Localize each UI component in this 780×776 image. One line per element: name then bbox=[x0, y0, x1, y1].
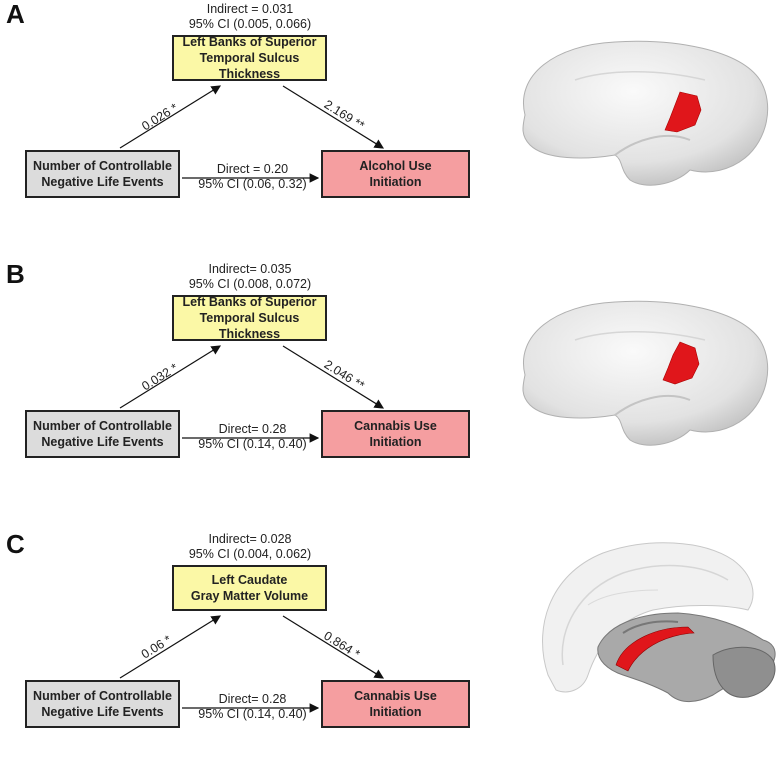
mediator-box: Left Caudate Gray Matter Volume bbox=[172, 565, 327, 611]
predictor-box: Number of Controllable Negative Life Eve… bbox=[25, 150, 180, 198]
path-arrows bbox=[119, 615, 385, 713]
direct-ci: 95% CI (0.14, 0.40) bbox=[198, 437, 307, 451]
predictor-box: Number of Controllable Negative Life Eve… bbox=[25, 410, 180, 458]
mediation-panel-a: A Indirect = 0.031 95% CI (0.005, 0.066)… bbox=[0, 0, 780, 246]
path-a-arrow bbox=[119, 615, 222, 679]
mediator-label-1: Left Banks of Superior bbox=[182, 35, 317, 49]
direct-value: Direct= 0.28 bbox=[218, 422, 287, 436]
outcome-box: Alcohol Use Initiation bbox=[321, 150, 470, 198]
path-b-arrow bbox=[282, 615, 385, 679]
predictor-label-2: Negative Life Events bbox=[41, 435, 164, 449]
highlighted-region bbox=[615, 626, 695, 672]
indirect-ci: 95% CI (0.005, 0.066) bbox=[188, 17, 312, 31]
outcome-label-2: Initiation bbox=[369, 175, 422, 189]
direct-value: Direct = 0.20 bbox=[216, 162, 289, 176]
outcome-label-2: Initiation bbox=[369, 705, 422, 719]
indirect-value: Indirect= 0.035 bbox=[208, 262, 292, 276]
predictor-label-2: Negative Life Events bbox=[41, 175, 164, 189]
direct-value: Direct= 0.28 bbox=[218, 692, 287, 706]
predictor-label-1: Number of Controllable bbox=[33, 159, 172, 173]
direct-effect: Direct= 0.28 95% CI (0.14, 0.40) bbox=[185, 422, 320, 452]
panel-letter: A bbox=[6, 0, 25, 29]
predictor-label-1: Number of Controllable bbox=[33, 689, 172, 703]
indirect-value: Indirect = 0.031 bbox=[206, 2, 294, 16]
path-b-arrow bbox=[282, 85, 385, 149]
highlighted-region bbox=[662, 341, 700, 385]
lateral-brain-image bbox=[522, 40, 769, 186]
predictor-label-1: Number of Controllable bbox=[33, 419, 172, 433]
outcome-label-1: Alcohol Use bbox=[359, 159, 432, 173]
mediator-label-1: Left Banks of Superior bbox=[182, 295, 317, 309]
panel-letter: C bbox=[6, 529, 25, 559]
indirect-effect: Indirect= 0.035 95% CI (0.008, 0.072) bbox=[160, 262, 340, 292]
outcome-label-1: Cannabis Use bbox=[354, 689, 437, 703]
indirect-effect: Indirect = 0.031 95% CI (0.005, 0.066) bbox=[160, 2, 340, 32]
highlighted-region bbox=[664, 91, 702, 133]
direct-effect: Direct= 0.28 95% CI (0.14, 0.40) bbox=[185, 692, 320, 722]
indirect-effect: Indirect= 0.028 95% CI (0.004, 0.062) bbox=[160, 532, 340, 562]
mediator-label-2: Gray Matter Volume bbox=[190, 589, 309, 603]
direct-ci: 95% CI (0.06, 0.32) bbox=[198, 177, 307, 191]
mediator-label-1: Left Caudate bbox=[211, 573, 288, 587]
mediation-panel-b: B Indirect= 0.035 95% CI (0.008, 0.072) … bbox=[0, 260, 780, 506]
outcome-label-1: Cannabis Use bbox=[354, 419, 437, 433]
mediator-label-2: Temporal Sulcus Thickness bbox=[199, 311, 300, 341]
direct-ci: 95% CI (0.14, 0.40) bbox=[198, 707, 307, 721]
path-b-arrow bbox=[282, 345, 385, 409]
subcortical-brain-image bbox=[542, 542, 776, 702]
indirect-ci: 95% CI (0.008, 0.072) bbox=[188, 277, 312, 291]
direct-effect: Direct = 0.20 95% CI (0.06, 0.32) bbox=[185, 162, 320, 192]
mediator-label-2: Temporal Sulcus Thickness bbox=[199, 51, 300, 81]
mediator-box: Left Banks of Superior Temporal Sulcus T… bbox=[172, 35, 327, 81]
path-arrows bbox=[119, 345, 385, 443]
outcome-label-2: Initiation bbox=[369, 435, 422, 449]
panel-letter: B bbox=[6, 259, 25, 289]
path-a-arrow bbox=[119, 345, 222, 409]
predictor-label-2: Negative Life Events bbox=[41, 705, 164, 719]
outcome-box: Cannabis Use Initiation bbox=[321, 680, 470, 728]
path-a-arrow bbox=[119, 85, 222, 149]
indirect-value: Indirect= 0.028 bbox=[208, 532, 292, 546]
predictor-box: Number of Controllable Negative Life Eve… bbox=[25, 680, 180, 728]
mediation-panel-c: C Indirect= 0.028 95% CI (0.004, 0.062) … bbox=[0, 530, 780, 776]
path-arrows bbox=[119, 85, 385, 183]
mediator-box: Left Banks of Superior Temporal Sulcus T… bbox=[172, 295, 327, 341]
outcome-box: Cannabis Use Initiation bbox=[321, 410, 470, 458]
lateral-brain-image bbox=[522, 300, 769, 446]
indirect-ci: 95% CI (0.004, 0.062) bbox=[188, 547, 312, 561]
